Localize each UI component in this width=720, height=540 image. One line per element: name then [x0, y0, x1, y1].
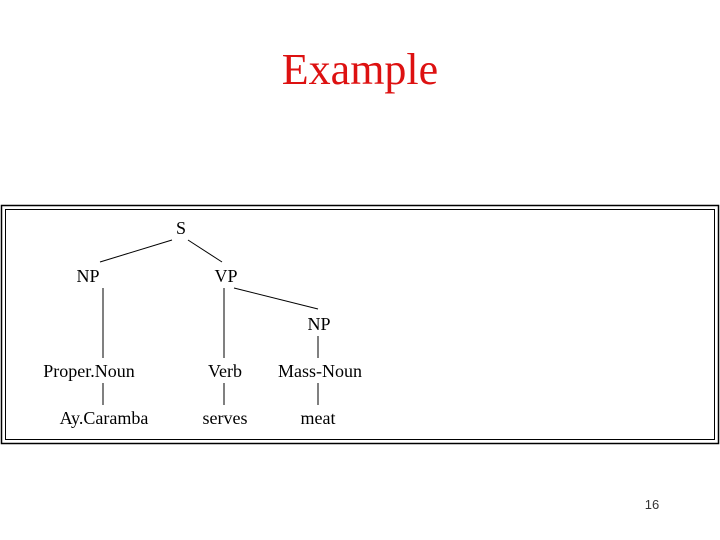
edge-s-np	[99, 239, 173, 263]
node-ay-caramba: Ay.Caramba	[60, 408, 149, 428]
node-serves: serves	[203, 408, 248, 428]
figure-frame-outer	[0, 204, 720, 445]
node-vp: VP	[214, 266, 237, 286]
node-np-subject: NP	[76, 266, 99, 286]
node-s: S	[176, 218, 186, 238]
node-verb: Verb	[208, 361, 242, 381]
node-mass-noun: Mass-Noun	[278, 361, 362, 381]
edge-vp-np	[233, 287, 319, 310]
node-proper-noun: Proper.Noun	[43, 361, 135, 381]
page-number: 16	[644, 497, 660, 512]
figure-frame-inner	[5, 209, 715, 440]
edge-s-vp	[187, 239, 223, 263]
slide-title: Example	[281, 45, 439, 94]
node-np-object: NP	[307, 314, 330, 334]
node-meat: meat	[301, 408, 336, 428]
